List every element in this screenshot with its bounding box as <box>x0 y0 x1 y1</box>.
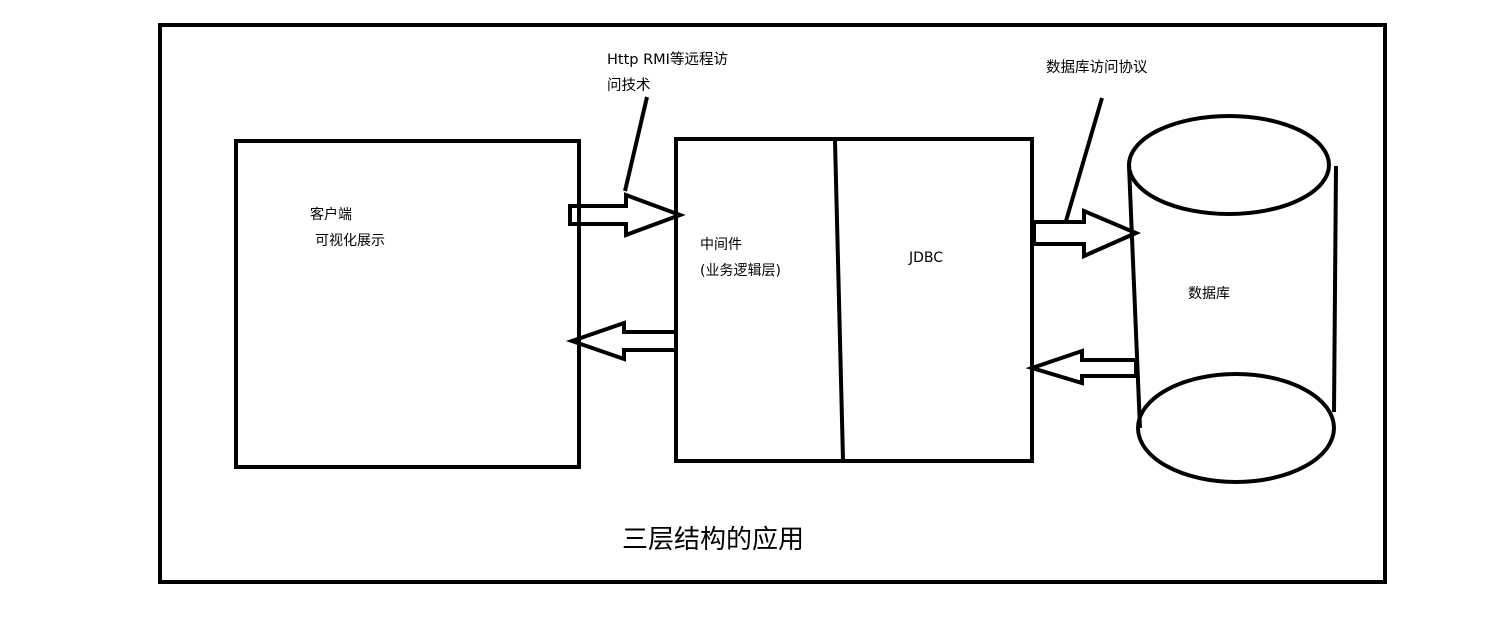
middleware-label-line-2: (业务逻辑层) <box>700 263 781 279</box>
client-label-line-2: 可视化展示 <box>315 233 385 249</box>
client-box <box>234 139 581 469</box>
middleware-jdbc-divider <box>833 140 845 461</box>
annotation-leader-rmi <box>623 96 649 192</box>
arrow-client-to-middleware <box>568 192 686 238</box>
jdbc-label: JDBC <box>909 250 944 266</box>
database-cylinder-top <box>1127 114 1331 216</box>
database-label: 数据库 <box>1188 286 1230 302</box>
database-cylinder <box>1127 114 1338 484</box>
annotation-remote-access-line-2: 问技术 <box>607 78 651 94</box>
arrow-database-to-jdbc <box>1025 348 1138 386</box>
middleware-label: 中间件 (业务逻辑层) <box>700 232 781 284</box>
middleware-label-line-1: 中间件 <box>700 237 742 253</box>
annotation-remote-access-line-1: Http RMI等远程访 <box>607 52 728 68</box>
client-label-line-1: 客户端 <box>310 207 352 223</box>
database-cylinder-right-side <box>1332 165 1338 413</box>
outer-frame <box>158 23 1387 584</box>
annotation-db-protocol-label: 数据库访问协议 <box>1046 60 1148 76</box>
annotation-leader-db-protocol <box>1064 97 1104 222</box>
middleware-box <box>674 137 1034 463</box>
client-label: 客户端 可视化展示 <box>310 202 385 254</box>
annotation-remote-access-label: Http RMI等远程访 问技术 <box>607 47 728 99</box>
arrow-jdbc-to-database <box>1032 207 1142 260</box>
diagram-title: 三层结构的应用 <box>622 525 805 555</box>
arrow-middleware-to-client <box>565 320 678 362</box>
database-cylinder-left-side <box>1127 165 1142 429</box>
database-cylinder-bottom <box>1136 372 1336 484</box>
